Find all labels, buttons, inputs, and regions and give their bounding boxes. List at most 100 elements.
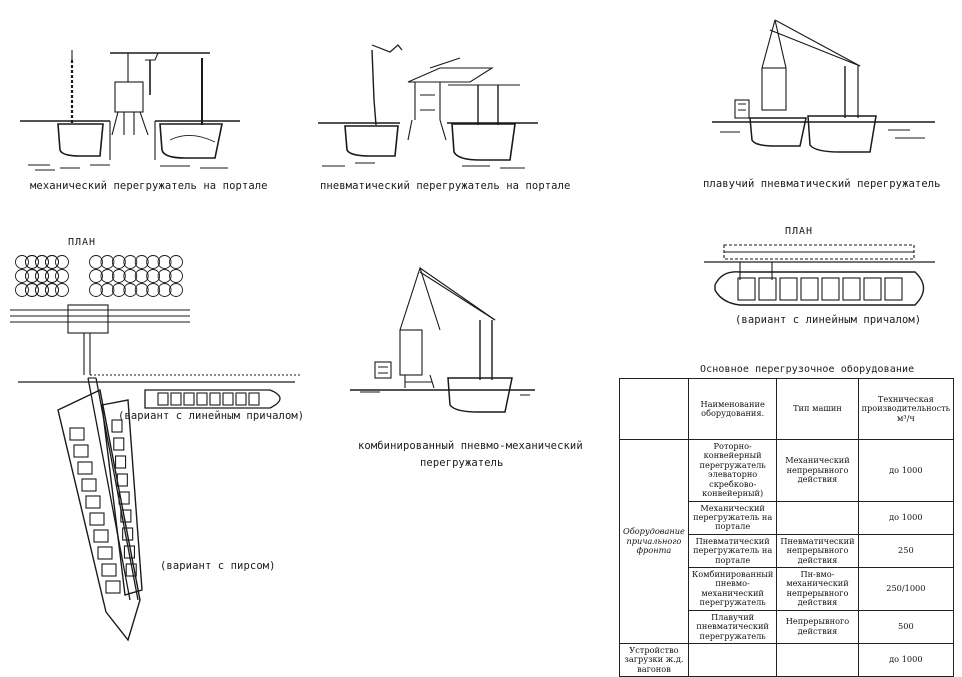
plan-left-title: ПЛАН	[68, 237, 97, 248]
silo-circle	[123, 283, 138, 297]
ship-hold	[69, 427, 85, 441]
table-row: Комбинированный пневмо-механический пере…	[620, 567, 955, 611]
row-capacity: 250/1000	[857, 567, 955, 611]
silo-circle	[35, 255, 49, 269]
silo-circle	[89, 283, 103, 297]
ship-hold	[800, 277, 819, 301]
row-name: Роторно-конвейерный перегружатель элеват…	[687, 439, 778, 502]
diagram-plan-pier	[10, 255, 300, 642]
table-header-row: Наименование оборудования. Тип машин Тех…	[619, 378, 955, 440]
silo-circle	[45, 269, 59, 283]
silo-circle	[169, 255, 183, 269]
silo-circle	[146, 255, 161, 269]
diagram-combined	[350, 266, 535, 413]
ship-hold	[89, 512, 105, 526]
header-type: Тип машин	[776, 378, 859, 440]
ship-hold	[196, 392, 208, 406]
ship-hold	[101, 563, 117, 577]
diagram-floating	[712, 19, 935, 153]
ship-hold	[779, 277, 798, 301]
silo-circle	[134, 255, 149, 269]
ship-hold	[842, 277, 861, 301]
silo-circle	[55, 283, 69, 297]
silo-circle	[45, 255, 59, 269]
silo-circle	[89, 255, 103, 269]
ship-hold	[120, 509, 132, 523]
table-row: Плавучий пневматический перегружатель Не…	[620, 609, 955, 645]
silo-circle	[100, 255, 115, 269]
row-type	[776, 643, 859, 677]
ship-hold	[97, 546, 113, 560]
silo-circle	[111, 255, 126, 269]
ship-hold	[235, 392, 247, 406]
silo-circle	[89, 269, 103, 283]
ship-hold	[183, 392, 195, 406]
ship-hold	[170, 392, 182, 406]
ship-hold	[758, 277, 777, 301]
silo-circle	[45, 283, 59, 297]
silo-circle	[25, 269, 39, 283]
caption-variant-linear-left: (вариант с линейным причалом)	[118, 410, 305, 422]
diagram-plan-linear	[704, 244, 935, 306]
silo-circle	[25, 283, 39, 297]
ship-hold	[85, 495, 101, 509]
silo-circle	[55, 269, 69, 283]
ship-hold	[125, 563, 137, 577]
ship-hold	[863, 277, 882, 301]
plan-right-title: ПЛАН	[785, 226, 814, 237]
silo-circle	[134, 283, 149, 297]
ship-hold	[122, 527, 134, 541]
ship-hold	[737, 277, 756, 301]
ship-hold	[105, 580, 121, 594]
header-capacity: Техническая производительность м³/ч	[857, 378, 955, 440]
ship-hold	[209, 392, 221, 406]
row-name: Плавучий пневматический перегружатель	[687, 609, 778, 645]
ship-hold	[73, 444, 89, 458]
ship-hold	[248, 392, 260, 406]
table-row: Устройство загрузки ж.д. вагонов до 1000	[619, 643, 955, 677]
ship-hold	[77, 461, 93, 475]
ship-hold	[821, 277, 840, 301]
header-name: Наименование оборудования.	[687, 378, 778, 440]
silo-circle	[111, 283, 126, 297]
silo-circle	[15, 283, 29, 297]
row-type: Непрерывного действия	[776, 609, 859, 645]
ship-hold	[93, 529, 109, 543]
group-cell: Оборудование причального фронта	[619, 438, 689, 645]
ship-hold	[222, 392, 234, 406]
ship-hold	[113, 437, 125, 451]
silo-circle	[157, 269, 172, 283]
silo-circle	[157, 255, 172, 269]
silo-circle	[35, 283, 49, 297]
table-title: Основное перегрузочное оборудование	[700, 364, 915, 375]
row-name	[687, 643, 778, 677]
caption-variant-linear-right: (вариант с линейным причалом)	[735, 314, 922, 326]
row-capacity: до 1000	[857, 439, 955, 502]
silo-circle	[123, 255, 138, 269]
caption-mech-portal: механический перегружатель на портале	[30, 180, 268, 192]
ship-hold	[111, 419, 123, 433]
silo-circle	[146, 269, 161, 283]
caption-variant-pier: (вариант с пирсом)	[160, 560, 276, 572]
equipment-table: Наименование оборудования. Тип машин Тех…	[619, 378, 955, 677]
row-type	[776, 500, 859, 535]
caption-combined-line2: перегружатель	[420, 457, 504, 469]
row-name: Комбинированный пневмо-механический пере…	[687, 567, 778, 611]
ship-hold	[116, 473, 128, 487]
silo-circle	[169, 269, 183, 283]
caption-combined-line1: комбинированный пневмо-механический	[358, 440, 583, 452]
silo-circle	[55, 255, 69, 269]
row-name: Пневматический перегружатель на портале	[687, 533, 778, 569]
ship-hold	[115, 455, 127, 469]
ship-hold	[884, 277, 903, 301]
diagram-mech-portal	[20, 50, 240, 171]
caption-pneu-portal: пневматический перегружатель на портале	[320, 180, 571, 192]
row-capacity: до 1000	[857, 500, 955, 535]
group-cell: Устройство загрузки ж.д. вагонов	[619, 643, 689, 677]
silo-circle	[15, 255, 29, 269]
row-type: Пн-вмо-механический непрерывного действи…	[776, 567, 859, 611]
silo-circle	[35, 269, 49, 283]
silo-circle	[146, 283, 161, 297]
diagram-pneu-portal	[318, 44, 538, 169]
drawings	[10, 19, 935, 642]
